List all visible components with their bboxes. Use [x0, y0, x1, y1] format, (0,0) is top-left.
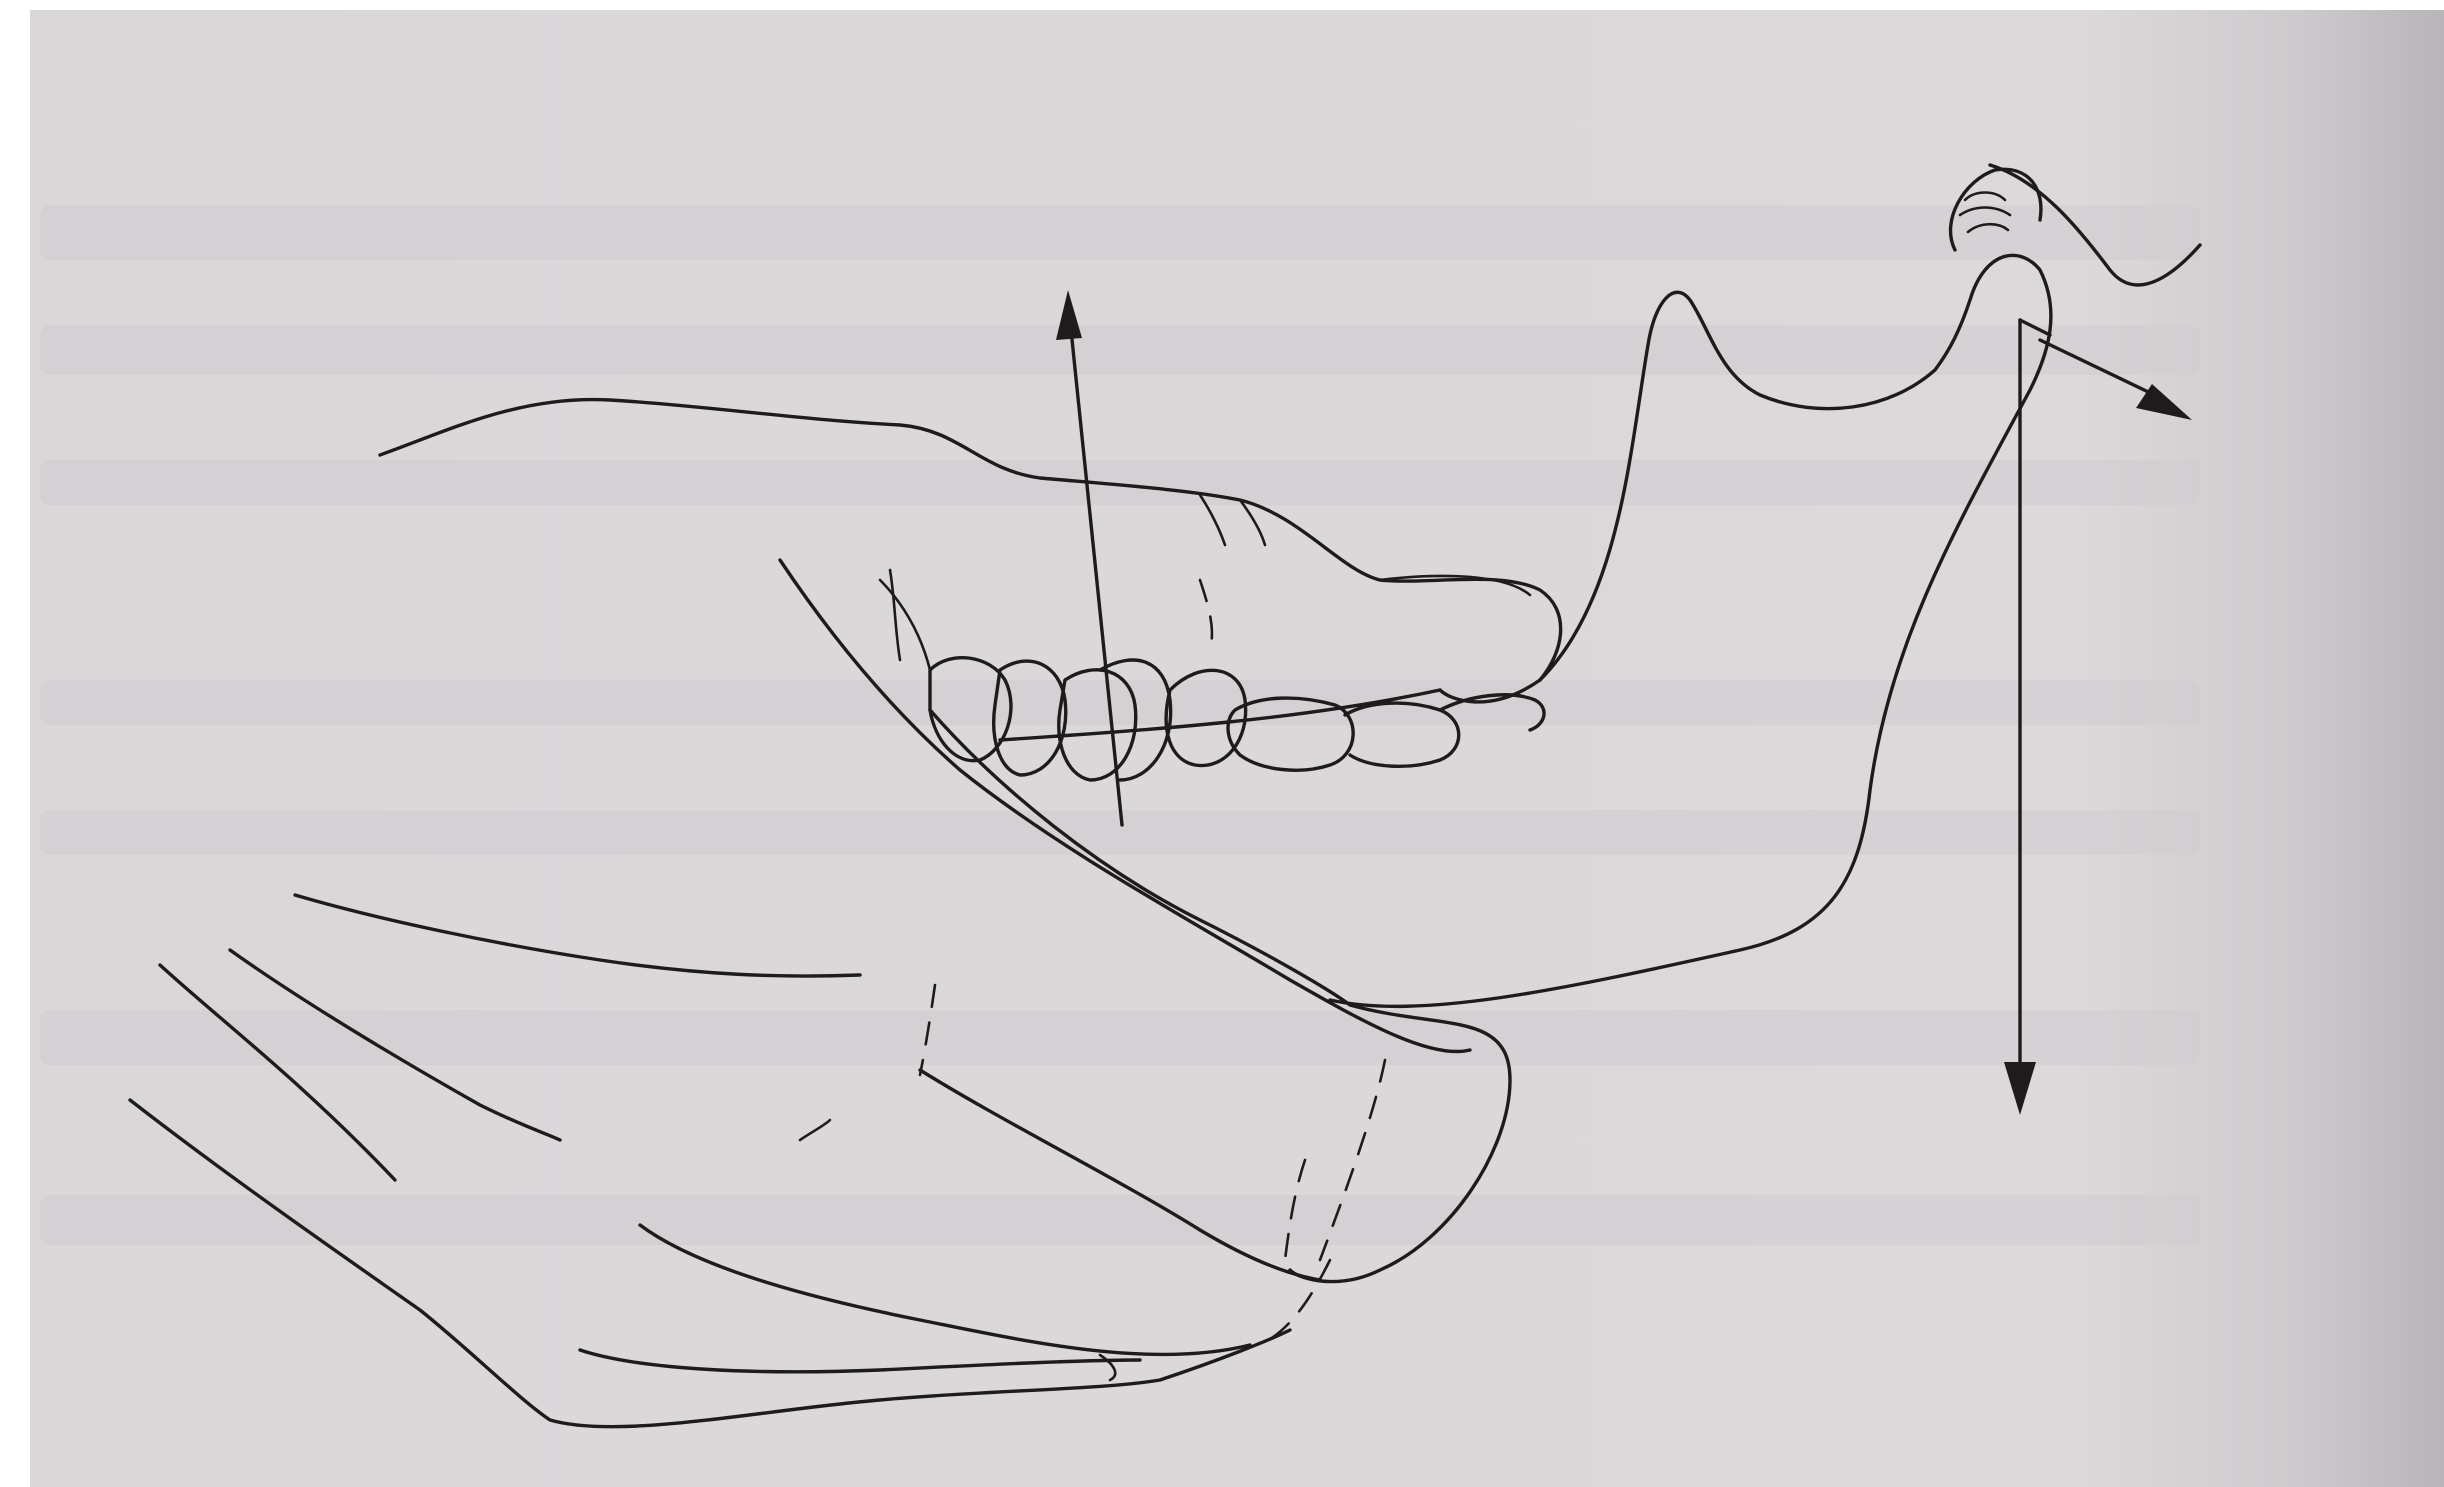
- mandible-manipulation-illustration: [0, 0, 2444, 1487]
- figure-page: [0, 0, 2444, 1487]
